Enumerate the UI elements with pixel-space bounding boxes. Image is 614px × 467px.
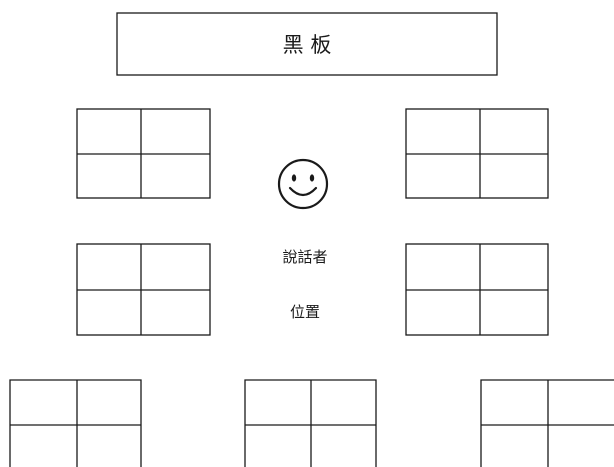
desk-group-frame: [9, 379, 142, 467]
blackboard: 黑 板: [116, 12, 498, 76]
desk-group-front-left: [76, 108, 211, 199]
speaker-position: 說話者 位置: [277, 158, 329, 321]
speaker-label-line2: 位置: [290, 303, 320, 321]
smiley-face-icon: [277, 158, 329, 210]
desk-group-back-center: [244, 379, 377, 467]
desk-group-middle-right: [405, 243, 549, 336]
speaker-label-line1: 說話者: [282, 248, 327, 266]
blackboard-label: 黑 板: [283, 33, 332, 57]
desk-group-middle-left: [76, 243, 211, 336]
desk-group-back-left: [9, 379, 142, 467]
blackboard-frame: [116, 12, 498, 76]
desk-group-front-right: [405, 108, 549, 199]
desk-group-back-right: [480, 379, 614, 467]
